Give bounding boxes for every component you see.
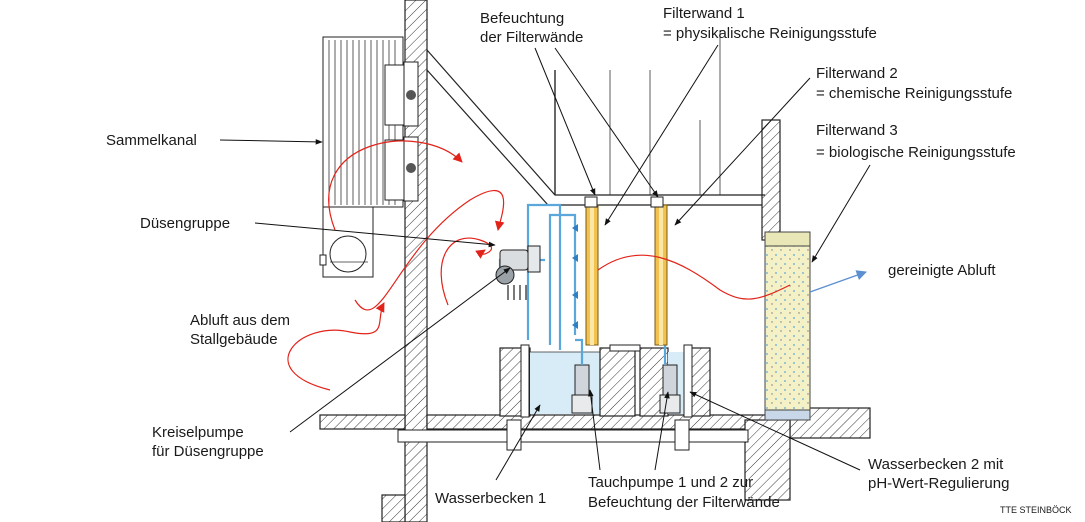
airflow-through-filters <box>597 254 791 300</box>
label-filterwand1-line1: Filterwand 1 <box>663 5 745 22</box>
filter-wall-2 <box>650 196 668 346</box>
airflow-arrow-3 <box>287 302 385 391</box>
leader-lines <box>219 44 871 481</box>
submersible-pump-1 <box>571 364 593 414</box>
fan-unit-1 <box>384 61 419 127</box>
submersible-pump-2 <box>659 364 681 414</box>
spray-nozzles <box>572 224 578 329</box>
label-gereinigte-abluft: gereinigte Abluft <box>888 262 996 279</box>
leader-befeuchtung-2 <box>554 47 659 198</box>
partition-cap <box>609 344 641 352</box>
airflow-arrow-4 <box>440 237 493 306</box>
ceiling-line <box>426 49 765 196</box>
overflow-pipe-1 <box>520 344 530 418</box>
duct-damper <box>329 235 367 273</box>
leader-wasserbecken-2 <box>689 391 861 471</box>
collection-duct <box>319 36 419 278</box>
leader-duesengruppe <box>254 222 496 248</box>
water-basin-1 <box>499 347 636 417</box>
label-kreiselpumpe-line2: für Düsengruppe <box>152 443 264 460</box>
drain-socket-1 <box>506 419 522 451</box>
label-abluft-line1: Abluft aus dem <box>190 312 290 329</box>
leader-kreiselpumpe <box>289 267 511 433</box>
label-abluft-line2: Stallgebäude <box>190 331 278 348</box>
airflow-paths <box>287 140 791 391</box>
label-filterwand3-line2: = biologische Reinigungsstufe <box>816 144 1016 161</box>
text-labels: Befeuchtung der Filterwände Filterwand 1… <box>106 5 1072 515</box>
leader-sammelkanal <box>219 139 323 145</box>
label-filterwand3-line1: Filterwand 3 <box>816 122 898 139</box>
label-wasserbecken1: Wasserbecken 1 <box>435 490 546 507</box>
label-wasserbecken2-line1: Wasserbecken 2 mit <box>868 456 1004 473</box>
label-filterwand2-line2: = chemische Reinigungsstufe <box>816 85 1012 102</box>
barn-wall <box>404 0 428 522</box>
fan-unit-2 <box>384 136 419 202</box>
credit-text: TTE STEINBÖCK <box>1000 505 1072 515</box>
outer-wall-right <box>761 119 781 241</box>
leader-filterwand-2 <box>674 77 811 226</box>
foundation-block <box>744 419 791 501</box>
drain-pipe <box>397 429 749 443</box>
overflow-pipe-2 <box>683 344 693 418</box>
label-tauchpumpe-line2: Befeuchtung der Filterwände <box>588 494 780 511</box>
filter-wall-1 <box>584 196 599 346</box>
label-befeuchtung-line1: Befeuchtung <box>480 10 564 27</box>
floor-slab-left <box>319 414 406 430</box>
water-piping <box>498 203 667 365</box>
label-befeuchtung-line2: der Filterwände <box>480 29 583 46</box>
airflow-arrow-2 <box>354 190 505 311</box>
floor-slab <box>426 414 768 430</box>
label-duesengruppe: Düsengruppe <box>140 215 230 232</box>
leader-wasserbecken-1 <box>495 404 541 481</box>
leader-tauchpumpe-2 <box>654 391 670 471</box>
leader-tauchpumpe-1 <box>588 389 601 471</box>
label-kreiselpumpe-line1: Kreiselpumpe <box>152 424 244 441</box>
filter-wall-3 <box>764 231 811 421</box>
leader-befeuchtung-1 <box>534 47 596 196</box>
drain-socket-2 <box>674 419 690 451</box>
leader-filterwand-3 <box>811 164 871 263</box>
label-filterwand1-line2: = physikalische Reinigungsstufe <box>663 25 877 42</box>
label-tauchpumpe-line1: Tauchpumpe 1 und 2 zur <box>588 474 753 491</box>
label-wasserbecken2-line2: pH-Wert-Regulierung <box>868 475 1009 492</box>
clean-air-arrow <box>809 270 867 293</box>
label-filterwand2-line1: Filterwand 2 <box>816 65 898 82</box>
leader-filterwand-1 <box>604 44 719 226</box>
airflow-arrow-1 <box>328 140 463 231</box>
barn-wall-base <box>381 494 406 522</box>
label-sammelkanal: Sammelkanal <box>106 132 197 149</box>
